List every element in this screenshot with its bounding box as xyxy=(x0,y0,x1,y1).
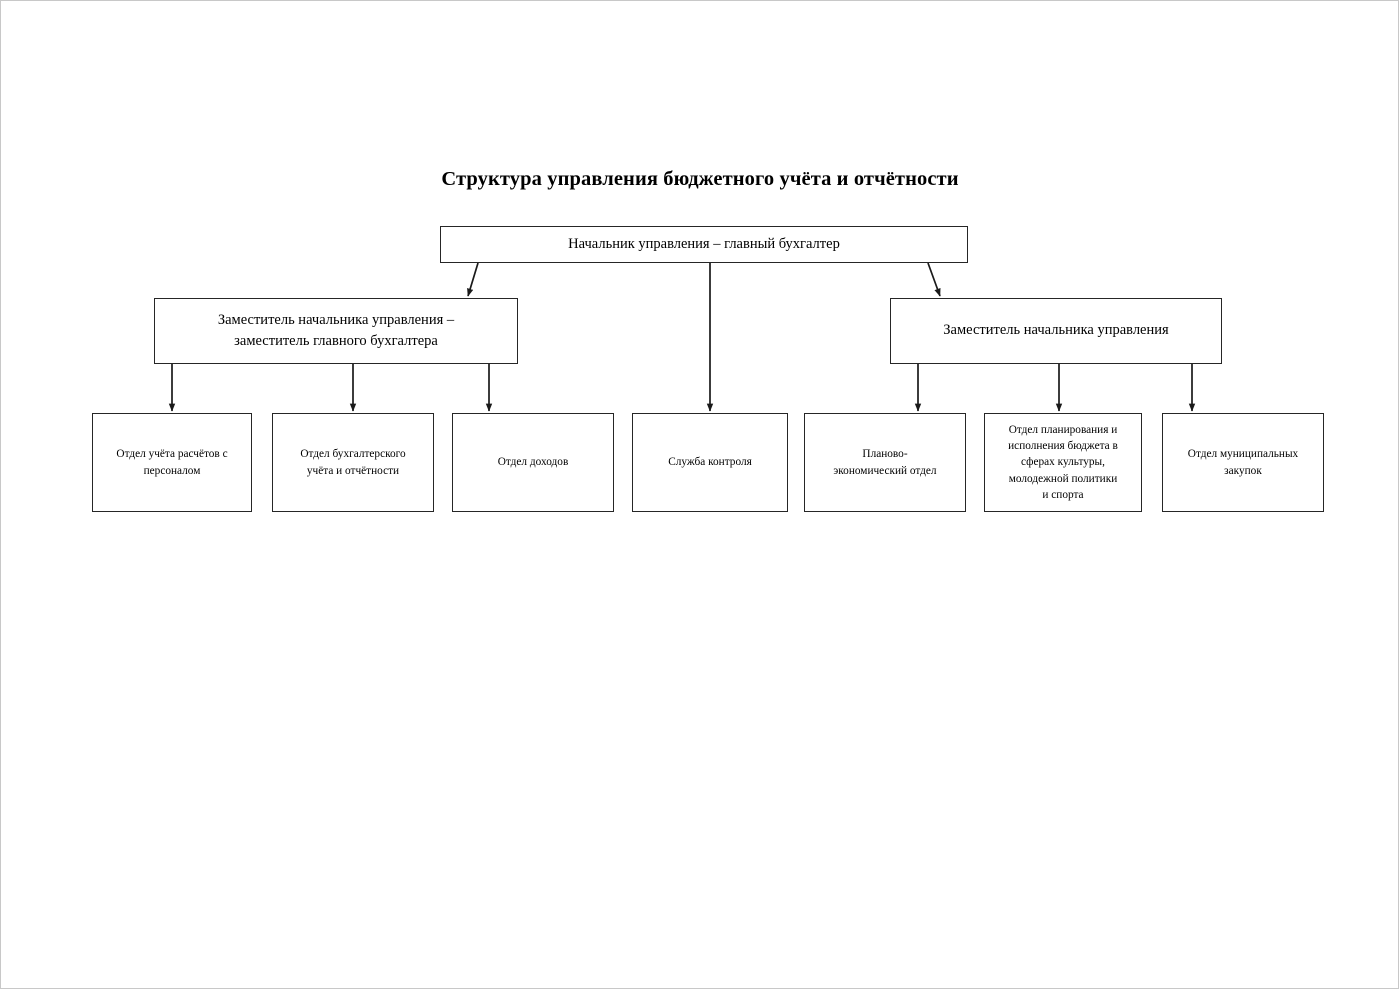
node-label: Отдел доходов xyxy=(497,456,569,469)
node-label: Начальник управления – главный бухгалтер xyxy=(568,235,840,252)
node-revenue-department[interactable]: Отдел доходов xyxy=(452,413,614,512)
node-control-service[interactable]: Служба контроля xyxy=(632,413,788,512)
node-label: Отдел бухгалтерского учёта и отчётности xyxy=(300,448,406,477)
node-planning-and-economic-department[interactable]: Планово- экономический отдел xyxy=(804,413,966,512)
node-label: Заместитель начальника управления – заме… xyxy=(217,311,455,349)
node-budget-planning-culture-youth-sports-department[interactable]: Отдел планирования и исполнения бюджета … xyxy=(984,413,1142,512)
edge-head-to-deputy-head xyxy=(927,262,941,297)
node-bookkeeping-and-reporting-department[interactable]: Отдел бухгалтерского учёта и отчётности xyxy=(272,413,434,512)
node-label: Отдел муниципальных закупок xyxy=(1187,448,1299,477)
node-label: Служба контроля xyxy=(668,456,752,469)
page-title: Структура управления бюджетного учёта и … xyxy=(441,168,959,190)
node-municipal-purchasing-department[interactable]: Отдел муниципальных закупок xyxy=(1162,413,1324,512)
node-payroll-accounting-department[interactable]: Отдел учёта расчётов с персоналом xyxy=(92,413,252,512)
node-label: Отдел учёта расчётов с персоналом xyxy=(116,448,228,477)
edge-head-to-deputy-chief-accountant xyxy=(467,262,479,297)
node-label: Заместитель начальника управления xyxy=(943,322,1169,339)
node-head-of-department[interactable]: Начальник управления – главный бухгалтер xyxy=(440,226,968,263)
node-deputy-chief-accountant[interactable]: Заместитель начальника управления – заме… xyxy=(154,298,518,364)
node-deputy-head-of-department[interactable]: Заместитель начальника управления xyxy=(890,298,1222,364)
node-label: Планово- экономический отдел xyxy=(833,448,937,477)
node-label: Отдел планирования и исполнения бюджета … xyxy=(1008,423,1118,502)
